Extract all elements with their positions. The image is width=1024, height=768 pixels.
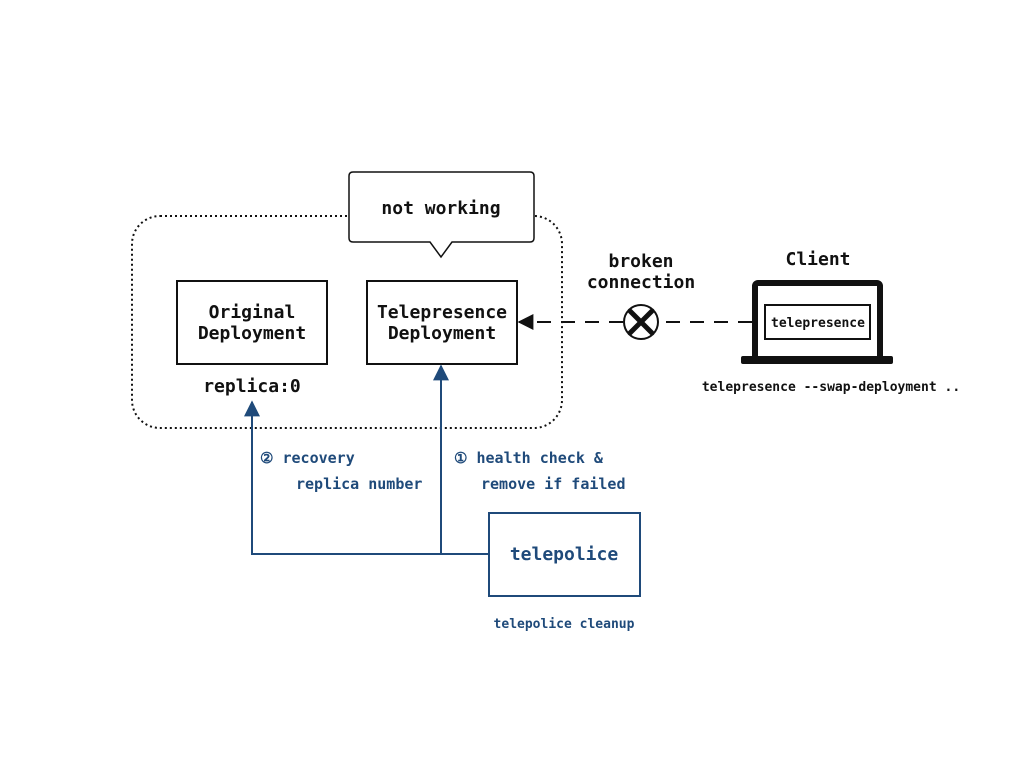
telepresence-deployment-line1: Telepresence — [377, 302, 507, 323]
client-title: Client — [785, 249, 850, 270]
original-deployment-box — [176, 280, 328, 365]
original-deployment-line1: Original — [209, 302, 296, 323]
telepolice-command: telepolice cleanup — [494, 617, 635, 632]
x-circle-icon — [623, 304, 659, 340]
telepresence-deployment-line2: Deployment — [388, 323, 496, 344]
health-check-step-line1: ① health check & — [454, 449, 604, 467]
not-working-bubble — [348, 171, 535, 259]
client-screen-label: telepresence — [771, 316, 865, 331]
not-working-text: not working — [381, 198, 500, 219]
telepolice-label: telepolice — [510, 544, 619, 565]
client-command: telepresence --swap-deployment .. — [702, 380, 960, 395]
recovery-step-line2: replica number — [296, 475, 422, 493]
broken-connection-line2: connection — [587, 272, 695, 293]
telepresence-deployment-box — [366, 280, 518, 365]
telepolice-box — [488, 512, 641, 597]
client-screen-label-box — [764, 304, 871, 340]
health-check-step-line2: remove if failed — [481, 475, 626, 493]
original-deployment-line2: Deployment — [198, 323, 306, 344]
replica-count-label: replica:0 — [203, 376, 301, 397]
broken-connection-line1: broken — [608, 251, 673, 272]
recovery-step-line1: ② recovery — [260, 449, 355, 467]
recovery-arrow — [244, 400, 441, 555]
